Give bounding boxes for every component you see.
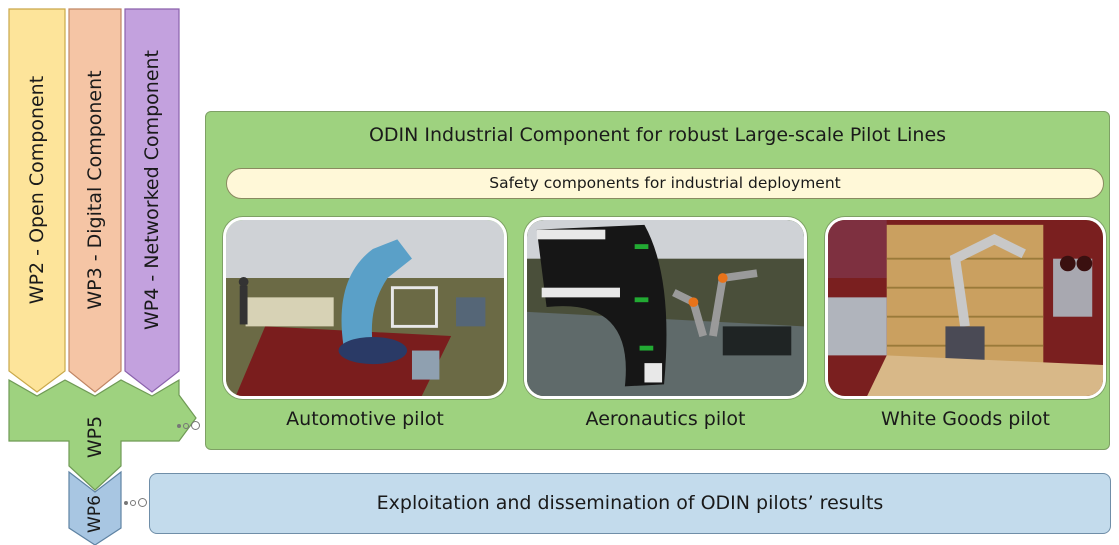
wp5-connector-dots	[177, 421, 200, 430]
automotive-pilot-image	[223, 217, 507, 399]
exploitation-dissemination-panel: Exploitation and dissemination of ODIN p…	[149, 473, 1111, 534]
industrial-panel-title: ODIN Industrial Component for robust Lar…	[368, 124, 947, 146]
wp6-arrow	[68, 470, 122, 545]
aeronautics-pilot-label: Aeronautics pilot	[585, 408, 746, 430]
white-goods-pilot-image	[825, 217, 1106, 399]
wp2-label: WP2 - Open Component	[26, 75, 48, 305]
wp3-label: WP3 - Digital Component	[84, 70, 106, 310]
wp6-connector-dots	[124, 498, 147, 507]
wp5-arrow	[8, 378, 197, 491]
aeronautics-pilot-image	[524, 217, 807, 399]
wp4-arrow	[124, 8, 180, 393]
safety-components-bar: Safety components for industrial deploym…	[226, 168, 1104, 199]
wp6-label: WP6	[85, 495, 105, 533]
wp2-arrow	[8, 8, 66, 393]
wp3-arrow	[68, 8, 122, 393]
wp4-label: WP4 - Networked Component	[141, 49, 163, 331]
white-goods-pilot-label: White Goods pilot	[881, 408, 1050, 430]
wp5-label: WP5	[84, 415, 106, 459]
automotive-pilot-label: Automotive pilot	[286, 408, 444, 430]
